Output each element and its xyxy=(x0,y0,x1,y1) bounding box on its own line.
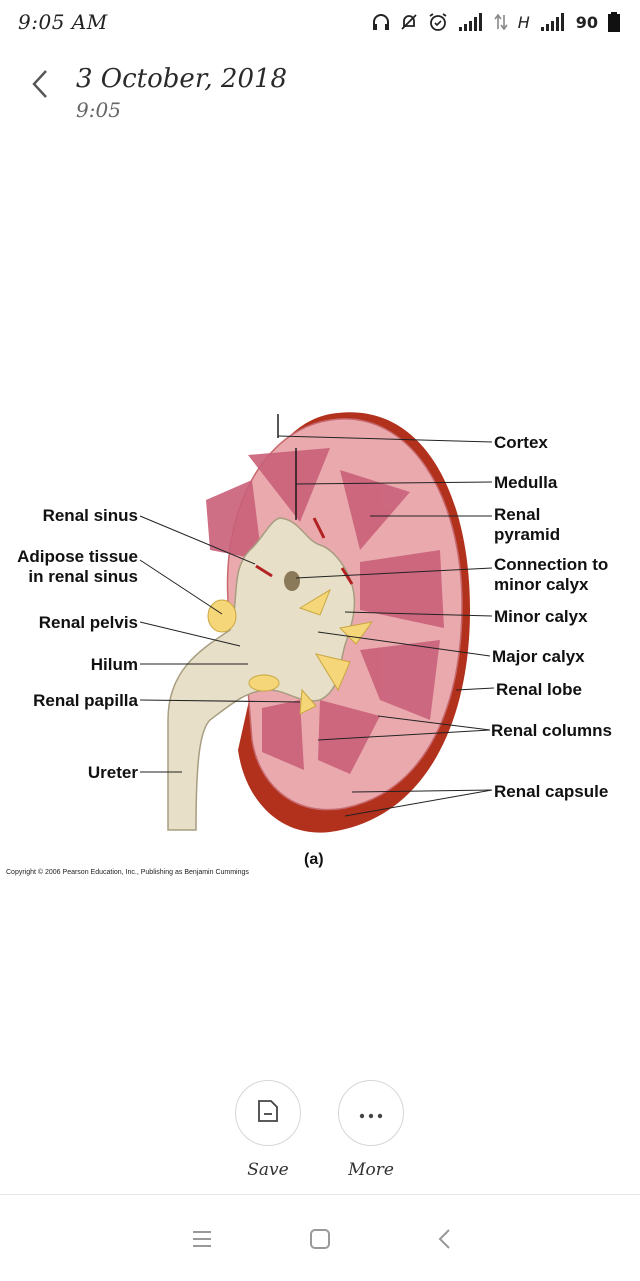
note-title: 3 October, 2018 xyxy=(76,64,287,94)
battery-icon xyxy=(608,12,620,32)
note-actions: Save More xyxy=(0,1080,640,1190)
panel-label: (a) xyxy=(304,851,324,868)
data-arrows-icon xyxy=(494,13,508,31)
save-button[interactable] xyxy=(235,1080,301,1146)
note-time: 9:05 xyxy=(76,98,121,122)
save-label: Save xyxy=(233,1160,303,1180)
note-header: 3 October, 2018 9:05 xyxy=(0,58,640,128)
label-minor-calyx: Minor calyx xyxy=(494,607,588,626)
home-square-icon xyxy=(309,1228,331,1254)
status-time: 9:05 AM xyxy=(18,10,108,34)
alarm-icon xyxy=(428,12,448,32)
label-renal-pyramid-2: pyramid xyxy=(494,525,560,544)
label-renal-columns: Renal columns xyxy=(491,721,612,740)
label-major-calyx: Major calyx xyxy=(492,647,585,666)
label-renal-papilla: Renal papilla xyxy=(33,691,138,710)
label-renal-lobe: Renal lobe xyxy=(496,680,582,699)
chevron-left-icon xyxy=(30,69,50,103)
bell-off-icon xyxy=(400,13,418,31)
label-renal-capsule: Renal capsule xyxy=(494,782,608,801)
back-triangle-icon xyxy=(437,1228,451,1254)
label-cortex: Cortex xyxy=(494,433,548,452)
label-connection-2: minor calyx xyxy=(494,575,589,594)
signal-icon xyxy=(458,13,484,31)
label-ureter: Ureter xyxy=(88,763,138,782)
label-renal-pyramid-1: Renal xyxy=(494,505,540,524)
label-hilum: Hilum xyxy=(91,655,138,674)
label-connection-1: Connection to xyxy=(494,555,608,574)
kidney-diagram-image: Cortex Medulla Renal pyramid Connection … xyxy=(0,400,640,890)
copyright-text: Copyright © 2006 Pearson Education, Inc.… xyxy=(6,868,249,876)
back-button[interactable] xyxy=(24,66,56,106)
label-adipose-1: Adipose tissue xyxy=(17,547,138,566)
battery-level: 90 xyxy=(576,13,598,32)
save-action[interactable]: Save xyxy=(233,1080,303,1180)
nav-home-button[interactable] xyxy=(300,1221,340,1261)
more-dots-icon xyxy=(359,1104,383,1123)
network-type: H xyxy=(518,13,530,32)
more-action[interactable]: More xyxy=(336,1080,406,1180)
system-nav-bar xyxy=(0,1194,640,1281)
label-renal-pelvis: Renal pelvis xyxy=(39,613,138,632)
nav-menu-button[interactable] xyxy=(182,1221,222,1261)
label-adipose-2: in renal sinus xyxy=(28,567,138,586)
nav-back-button[interactable] xyxy=(424,1221,464,1261)
signal-icon-2 xyxy=(540,13,566,31)
more-button[interactable] xyxy=(338,1080,404,1146)
status-bar: 9:05 AM H 90 xyxy=(0,0,640,44)
more-label: More xyxy=(336,1160,406,1180)
label-medulla: Medulla xyxy=(494,473,558,492)
headphones-icon xyxy=(372,13,390,31)
menu-icon xyxy=(192,1229,212,1253)
status-icons: H 90 xyxy=(372,10,620,34)
document-icon xyxy=(257,1099,279,1127)
label-renal-sinus: Renal sinus xyxy=(43,506,138,525)
